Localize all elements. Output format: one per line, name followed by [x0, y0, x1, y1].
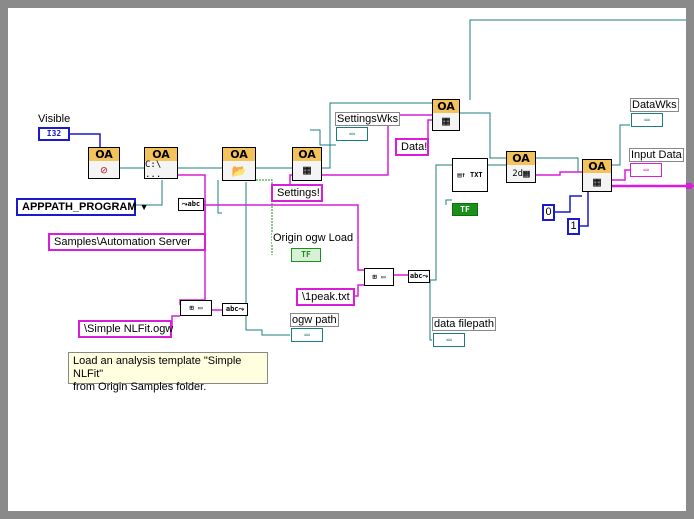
wire-int [70, 133, 101, 147]
simple-nlfit-constant[interactable]: \Simple NLFit.ogw [78, 320, 173, 338]
origin-ogw-load-label: Origin ogw Load [272, 232, 355, 244]
comment-note: Load an analysis template "Simple NLFit"… [68, 352, 268, 393]
settings-wks-indicator[interactable]: ▭ [336, 127, 368, 141]
wire-refnum [612, 124, 630, 166]
oa-node-path[interactable]: OA C:\ ... [144, 147, 178, 180]
wire-int [555, 195, 582, 213]
wire-refnum [322, 102, 432, 169]
string-to-path-icon-2[interactable]: abc⤳ [408, 270, 430, 283]
oa-node-visible[interactable]: OA ⊘ [88, 147, 120, 179]
data-filepath-indicator[interactable]: ▭ [433, 333, 465, 347]
apppath-enum[interactable]: APPPATH_PROGRAM ▼ [16, 198, 148, 216]
oa-node-settings[interactable]: OA ▦ [292, 147, 322, 181]
wire-refnum [310, 129, 336, 146]
array-2d-icon: 2d▦ [507, 165, 535, 182]
wire-string [536, 171, 582, 176]
origin-ogw-load-indicator[interactable]: TF [291, 248, 321, 262]
data-constant[interactable]: Data! [395, 138, 429, 156]
oa-node-open[interactable]: OA 📂 [222, 147, 256, 181]
wire-refnum [460, 112, 506, 159]
set-visible-icon: ⊘ [89, 161, 119, 178]
wire-refnum [136, 180, 163, 206]
diagram-canvas [8, 8, 686, 511]
ogw-path-indicator[interactable]: ▭ [291, 328, 323, 342]
true-constant[interactable]: TF [452, 203, 478, 216]
oa-header: OA [507, 152, 535, 166]
peak-file-constant[interactable]: \1peak.txt [296, 288, 355, 306]
wire-refnum [245, 182, 290, 336]
comment-line-2: from Origin Samples folder. [73, 381, 207, 393]
visible-label: Visible [37, 113, 72, 125]
worksheet-icon: ▦ [293, 161, 321, 180]
wire-string [171, 315, 180, 327]
comment-line-1: Load an analysis template "Simple NLFit" [73, 355, 242, 380]
one-constant[interactable]: 1 [567, 218, 580, 235]
worksheet-icon: ▦ [433, 113, 459, 130]
wire-string [427, 119, 432, 146]
wire-bool [256, 179, 273, 255]
data-filepath-label: data filepath [432, 317, 496, 331]
visible-i32-terminal[interactable]: I32 [38, 127, 70, 141]
build-path-icon[interactable]: ⊞ ▭ [180, 300, 212, 316]
input-data-indicator[interactable]: ▭ [630, 163, 662, 177]
input-data-label: Input Data [629, 148, 684, 162]
zero-constant[interactable]: 0 [542, 204, 555, 221]
path-icon: C:\ ... [145, 160, 177, 180]
string-to-path-icon[interactable]: abc⤳ [222, 303, 248, 316]
wire-string [179, 200, 206, 305]
oa-node-2d[interactable]: OA 2d▦ [506, 151, 536, 183]
wire-string [355, 284, 364, 297]
wire-string [322, 114, 432, 176]
concat-path-icon[interactable]: ⊞ ▭ [364, 268, 394, 286]
oa-header: OA [223, 148, 255, 162]
read-text-file-icon[interactable]: ▤↑ TXT [452, 158, 488, 192]
wire-string [612, 169, 630, 181]
output-terminal [686, 183, 692, 189]
oa-node-input-data[interactable]: OA ▦ [582, 159, 612, 192]
path-to-string-icon[interactable]: ⤳abc [178, 198, 204, 211]
oa-header: OA [89, 148, 119, 162]
data-wks-indicator[interactable]: ▭ [631, 113, 663, 127]
wire-refnum [536, 157, 582, 173]
open-folder-icon: 📂 [223, 161, 255, 180]
wire-int [580, 192, 589, 227]
wire-refnum [469, 19, 686, 100]
oa-header: OA [433, 100, 459, 114]
settings-wks-label: SettingsWks [335, 112, 401, 126]
oa-header: OA [293, 148, 321, 162]
settings-constant[interactable]: Settings! [271, 184, 323, 202]
wire-refnum [445, 199, 452, 205]
oa-header: OA [583, 160, 611, 174]
wire-string [204, 204, 364, 271]
samples-path-constant[interactable]: Samples\Automation Server [48, 233, 206, 251]
ogw-path-label: ogw path [290, 313, 339, 327]
wire-refnum [429, 280, 432, 341]
oa-node-data[interactable]: OA ▦ [432, 99, 460, 131]
worksheet-write-icon: ▦ [583, 173, 611, 191]
data-wks-label: DataWks [630, 98, 679, 112]
wire-refnum [217, 180, 222, 214]
